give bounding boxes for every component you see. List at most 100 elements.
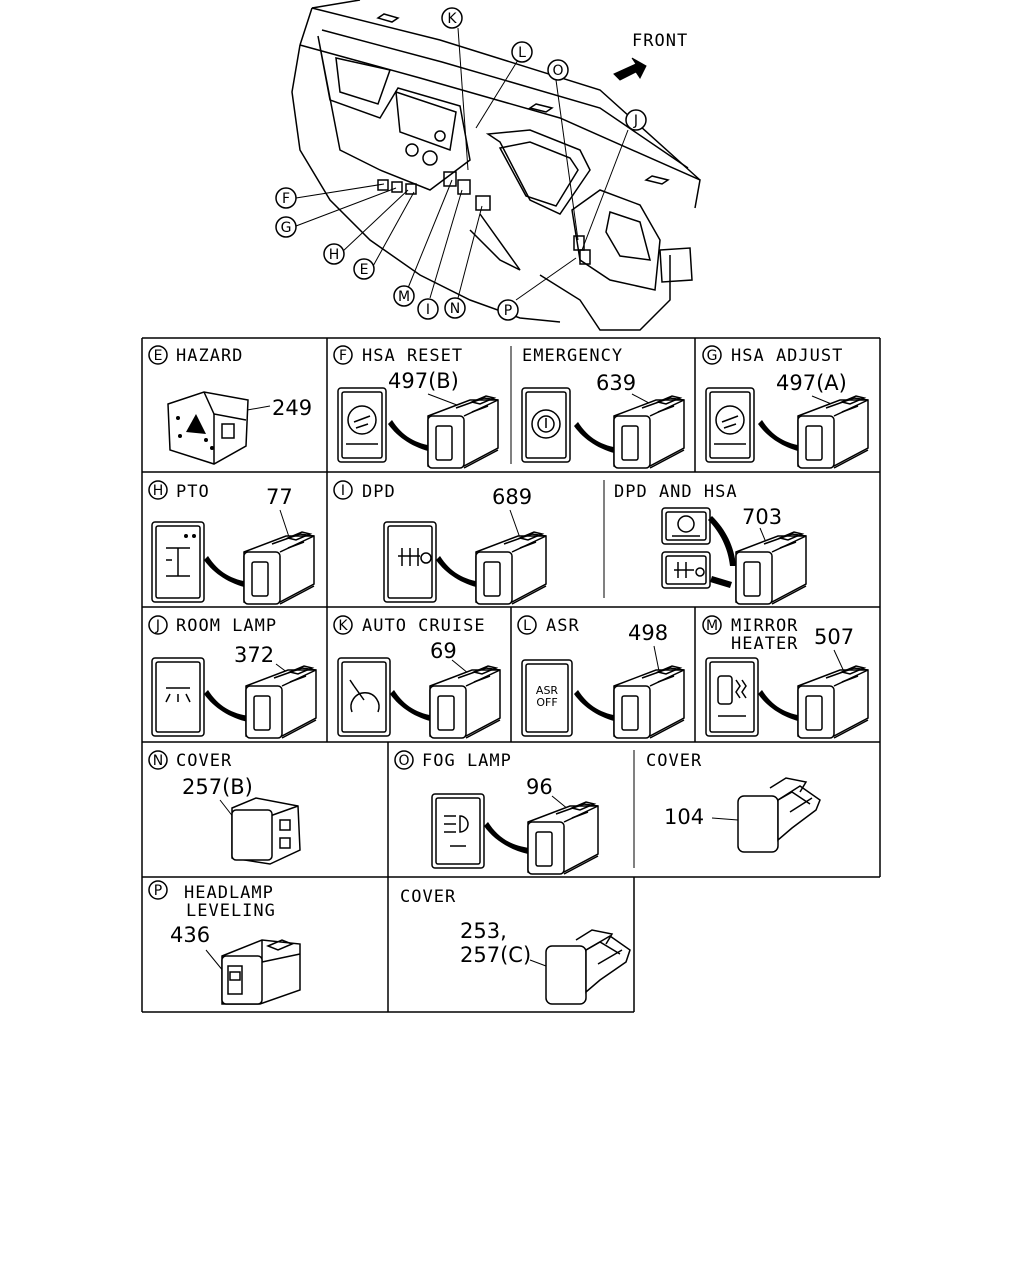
cover-p2-part-number-2: 257(C) xyxy=(460,943,531,967)
callout-g: G xyxy=(275,216,297,238)
emergency-plate-icon xyxy=(521,387,571,463)
emergency-switch xyxy=(613,395,685,469)
callout-l: L xyxy=(511,41,533,63)
hsa-adjust-part-number: 497(A) xyxy=(776,371,847,395)
svg-text:M: M xyxy=(398,289,410,305)
room-lamp-switch xyxy=(245,665,317,739)
hsa-reset-switch xyxy=(427,395,499,469)
cell-room-lamp: J ROOM LAMP 372 xyxy=(148,615,317,739)
cell-cover-n: N COVER 257(B) xyxy=(148,750,301,865)
hsa-adjust-title: HSA ADJUST xyxy=(731,346,843,366)
cover-o2-title: COVER xyxy=(646,751,702,771)
hsa-reset-part-number: 497(B) xyxy=(388,369,459,393)
dpd-switch xyxy=(475,531,547,605)
cell-dpd: I DPD 689 xyxy=(333,480,547,605)
svg-text:O: O xyxy=(398,753,409,769)
headlamp-leveling-title-2: LEVELING xyxy=(186,901,276,921)
svg-text:O: O xyxy=(552,63,563,79)
svg-text:K: K xyxy=(447,11,457,27)
cover-p2-title: COVER xyxy=(400,887,456,907)
svg-text:N: N xyxy=(153,753,163,769)
auto-cruise-switch xyxy=(429,665,501,739)
svg-text:G: G xyxy=(707,348,718,364)
asr-part-number: 498 xyxy=(628,621,668,645)
cell-hsa-adjust: G HSA ADJUST 497(A) xyxy=(702,345,869,469)
svg-text:I: I xyxy=(426,302,430,318)
asr-title: ASR xyxy=(546,616,580,636)
dpd-title: DPD xyxy=(362,482,396,502)
dpd-and-hsa-title: DPD AND HSA xyxy=(614,482,738,502)
svg-text:E: E xyxy=(360,262,369,278)
svg-text:M: M xyxy=(706,618,718,634)
cover-n-title: COVER xyxy=(176,751,232,771)
asr-switch-text-2: OFF xyxy=(536,696,557,709)
callout-f: F xyxy=(275,187,297,209)
dpd-and-hsa-switch xyxy=(735,531,807,605)
callout-e: E xyxy=(353,258,375,280)
svg-text:G: G xyxy=(281,220,292,236)
cell-cover-p2: COVER 253, 257(C) xyxy=(400,887,631,1005)
asr-switch-text-1: ASR xyxy=(536,684,559,697)
cover-n-icon xyxy=(231,797,301,865)
mirror-heater-title-2: HEATER xyxy=(731,634,798,654)
callout-i: I xyxy=(417,298,439,320)
dashboard-overview xyxy=(291,0,701,331)
callout-j: J xyxy=(625,109,647,131)
dpd-plate-icon xyxy=(383,521,437,603)
fog-lamp-plate-icon xyxy=(431,793,485,869)
svg-text:H: H xyxy=(153,483,164,499)
headlamp-leveling-switch-icon xyxy=(221,939,301,1005)
callout-o: O xyxy=(547,59,569,81)
hazard-switch-icon xyxy=(167,391,249,465)
mirror-heater-plate-icon xyxy=(705,657,759,737)
callout-n: N xyxy=(444,297,466,319)
mirror-heater-title-1: MIRROR xyxy=(731,616,798,636)
dpd-part-number: 689 xyxy=(492,485,532,509)
asr-switch xyxy=(613,665,685,739)
hsa-adjust-plate-icon xyxy=(705,387,755,463)
front-label: FRONT xyxy=(632,31,688,51)
cell-emergency: EMERGENCY 639 xyxy=(521,346,685,469)
svg-text:E: E xyxy=(154,348,163,364)
cell-mirror-heater: M MIRROR HEATER 507 xyxy=(702,615,869,739)
auto-cruise-title: AUTO CRUISE xyxy=(362,616,486,636)
cell-asr: L ASR 498 ASR OFF xyxy=(517,615,685,739)
pto-title: PTO xyxy=(176,482,210,502)
dpd-and-hsa-plate-icons xyxy=(661,507,711,589)
fog-lamp-part-number: 96 xyxy=(526,775,553,799)
cell-fog-lamp: O FOG LAMP 96 xyxy=(394,750,599,875)
svg-text:N: N xyxy=(450,301,460,317)
emergency-title: EMERGENCY xyxy=(522,346,623,366)
hazard-title: HAZARD xyxy=(176,346,243,366)
emergency-part-number: 639 xyxy=(596,371,636,395)
svg-text:I: I xyxy=(341,483,345,499)
svg-text:F: F xyxy=(282,191,290,207)
svg-text:L: L xyxy=(523,618,531,634)
fog-lamp-switch xyxy=(527,801,599,875)
cover-n-part-number: 257(B) xyxy=(182,775,253,799)
mirror-heater-part-number: 507 xyxy=(814,625,854,649)
headlamp-leveling-title-1: HEADLAMP xyxy=(184,883,274,903)
pto-plate-icon xyxy=(151,521,205,603)
room-lamp-plate-icon xyxy=(151,657,205,737)
svg-text:P: P xyxy=(154,883,162,899)
room-lamp-title: ROOM LAMP xyxy=(176,616,277,636)
cell-hsa-reset: F HSA RESET 497(B) xyxy=(333,345,499,469)
callout-h: H xyxy=(323,243,345,265)
svg-text:L: L xyxy=(518,45,526,61)
hsa-reset-plate-icon xyxy=(337,387,387,463)
overview-callouts: K L O J F G H E M I N P xyxy=(275,7,647,321)
cover-p2-part-number-1: 253, xyxy=(460,919,507,943)
cell-pto: H PTO 77 xyxy=(148,480,315,605)
hsa-reset-title: HSA RESET xyxy=(362,346,463,366)
front-arrow-icon xyxy=(613,57,647,81)
cover-p2-icon xyxy=(545,929,631,1005)
hsa-adjust-switch xyxy=(797,395,869,469)
fog-lamp-title: FOG LAMP xyxy=(422,751,512,771)
cell-headlamp-leveling: P HEADLAMP LEVELING 436 xyxy=(148,880,301,1005)
cell-hazard: E HAZARD 249 xyxy=(148,345,312,465)
cell-cover-o2: COVER 104 xyxy=(646,751,821,853)
cover-o2-icon xyxy=(737,777,821,853)
dpd-and-hsa-part-number: 703 xyxy=(742,505,782,529)
